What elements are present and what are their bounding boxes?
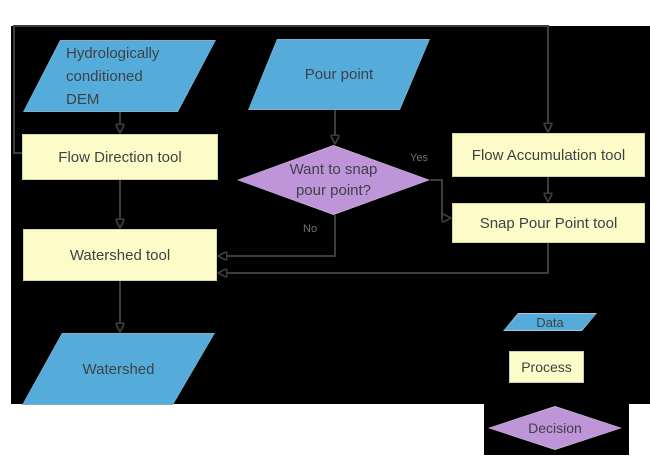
node-label: Watershed tool xyxy=(24,230,216,280)
legend-item-decision: Decision xyxy=(488,406,622,450)
node-snap-pour-point-tool: Snap Pour Point tool xyxy=(452,203,645,243)
node-pour-point: Pour point xyxy=(248,39,430,110)
node-watershed-output: Watershed xyxy=(22,333,215,405)
legend-label: Process xyxy=(510,352,583,382)
node-label: Flow Accumulation tool xyxy=(453,134,644,176)
legend-item-data: Data xyxy=(503,313,597,331)
node-label-line: DEM xyxy=(66,90,100,108)
legend-label: Data xyxy=(504,314,596,330)
node-hydrologically-conditioned-dem: Hydrologically conditioned DEM xyxy=(23,40,216,112)
node-label: Watershed xyxy=(23,334,214,404)
legend-label: Decision xyxy=(489,407,621,449)
node-label: Snap Pour Point tool xyxy=(453,204,644,242)
node-label: Hydrologically conditioned DEM xyxy=(24,41,215,111)
connector-decision-no-to-watershed-tool xyxy=(226,215,336,256)
node-flow-direction-tool: Flow Direction tool xyxy=(22,134,218,180)
node-label-line: Hydrologically xyxy=(66,44,160,62)
node-label: Pour point xyxy=(249,40,429,109)
connector-decision-yes-to-snap-pour-point xyxy=(430,179,443,218)
node-label: Flow Direction tool xyxy=(23,135,217,179)
node-flow-accumulation-tool: Flow Accumulation tool xyxy=(452,133,645,177)
node-want-to-snap-decision: Want to snap pour point? xyxy=(237,145,430,215)
node-label-line: pour point? xyxy=(295,182,372,199)
node-watershed-tool: Watershed tool xyxy=(23,229,217,281)
edge-label-no: No xyxy=(303,223,318,235)
legend-item-process: Process xyxy=(509,351,584,383)
node-label-line: conditioned xyxy=(66,67,143,85)
node-label: Want to snap pour point? xyxy=(238,146,429,214)
edge-label-yes: Yes xyxy=(410,152,428,164)
connector-snap-pour-point-to-watershed-tool xyxy=(226,243,549,273)
node-label-line: Want to snap xyxy=(289,161,378,178)
connector-flow-direction-to-flow-accumulation xyxy=(13,25,548,154)
